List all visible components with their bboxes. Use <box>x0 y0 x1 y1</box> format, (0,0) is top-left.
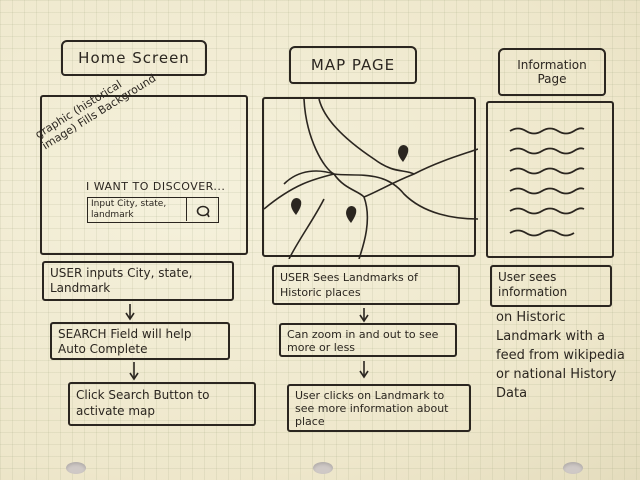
map-step-3: User clicks on Landmark to see more info… <box>287 384 471 432</box>
information-page-title-text: Information Page <box>517 58 587 86</box>
home-screen-title-text: Home Screen <box>78 49 190 67</box>
map-page-title-text: MAP PAGE <box>310 56 396 74</box>
information-text-lines <box>509 127 585 237</box>
map-marker-icon[interactable] <box>290 197 302 215</box>
discover-prompt: I WANT TO DISCOVER... <box>86 180 226 193</box>
map-page-title: MAP PAGE <box>289 46 417 84</box>
information-page-title: Information Page <box>498 48 606 96</box>
home-step-1: USER inputs City, state, Landmark <box>42 261 234 301</box>
map-step-2: Can zoom in and out to see more or less <box>279 323 457 357</box>
information-page-frame <box>486 101 614 258</box>
home-step-3: Click Search Button to activate map <box>68 382 256 426</box>
map-step-1: USER Sees Landmarks of Historic places <box>272 265 460 305</box>
search-bar[interactable]: Input City, state, landmark <box>87 197 219 223</box>
info-step-1: User sees information <box>490 265 612 307</box>
search-button[interactable] <box>186 198 218 221</box>
binder-hole <box>563 462 583 474</box>
info-step-2: on Historic Landmark with a feed from wi… <box>496 310 625 401</box>
map-frame[interactable] <box>262 97 478 259</box>
map-marker-icon[interactable] <box>397 144 409 162</box>
home-screen-title: Home Screen <box>61 40 207 76</box>
search-icon <box>196 203 210 217</box>
binder-hole <box>66 462 86 474</box>
home-step-2: SEARCH Field will help Auto Complete <box>50 322 230 360</box>
map-roads <box>264 99 478 259</box>
home-screen-frame: graphic (historical image) Fills Backgro… <box>33 72 248 255</box>
binder-hole <box>313 462 333 474</box>
map-marker-icon[interactable] <box>345 205 357 223</box>
search-input[interactable]: Input City, state, landmark <box>91 199 167 220</box>
